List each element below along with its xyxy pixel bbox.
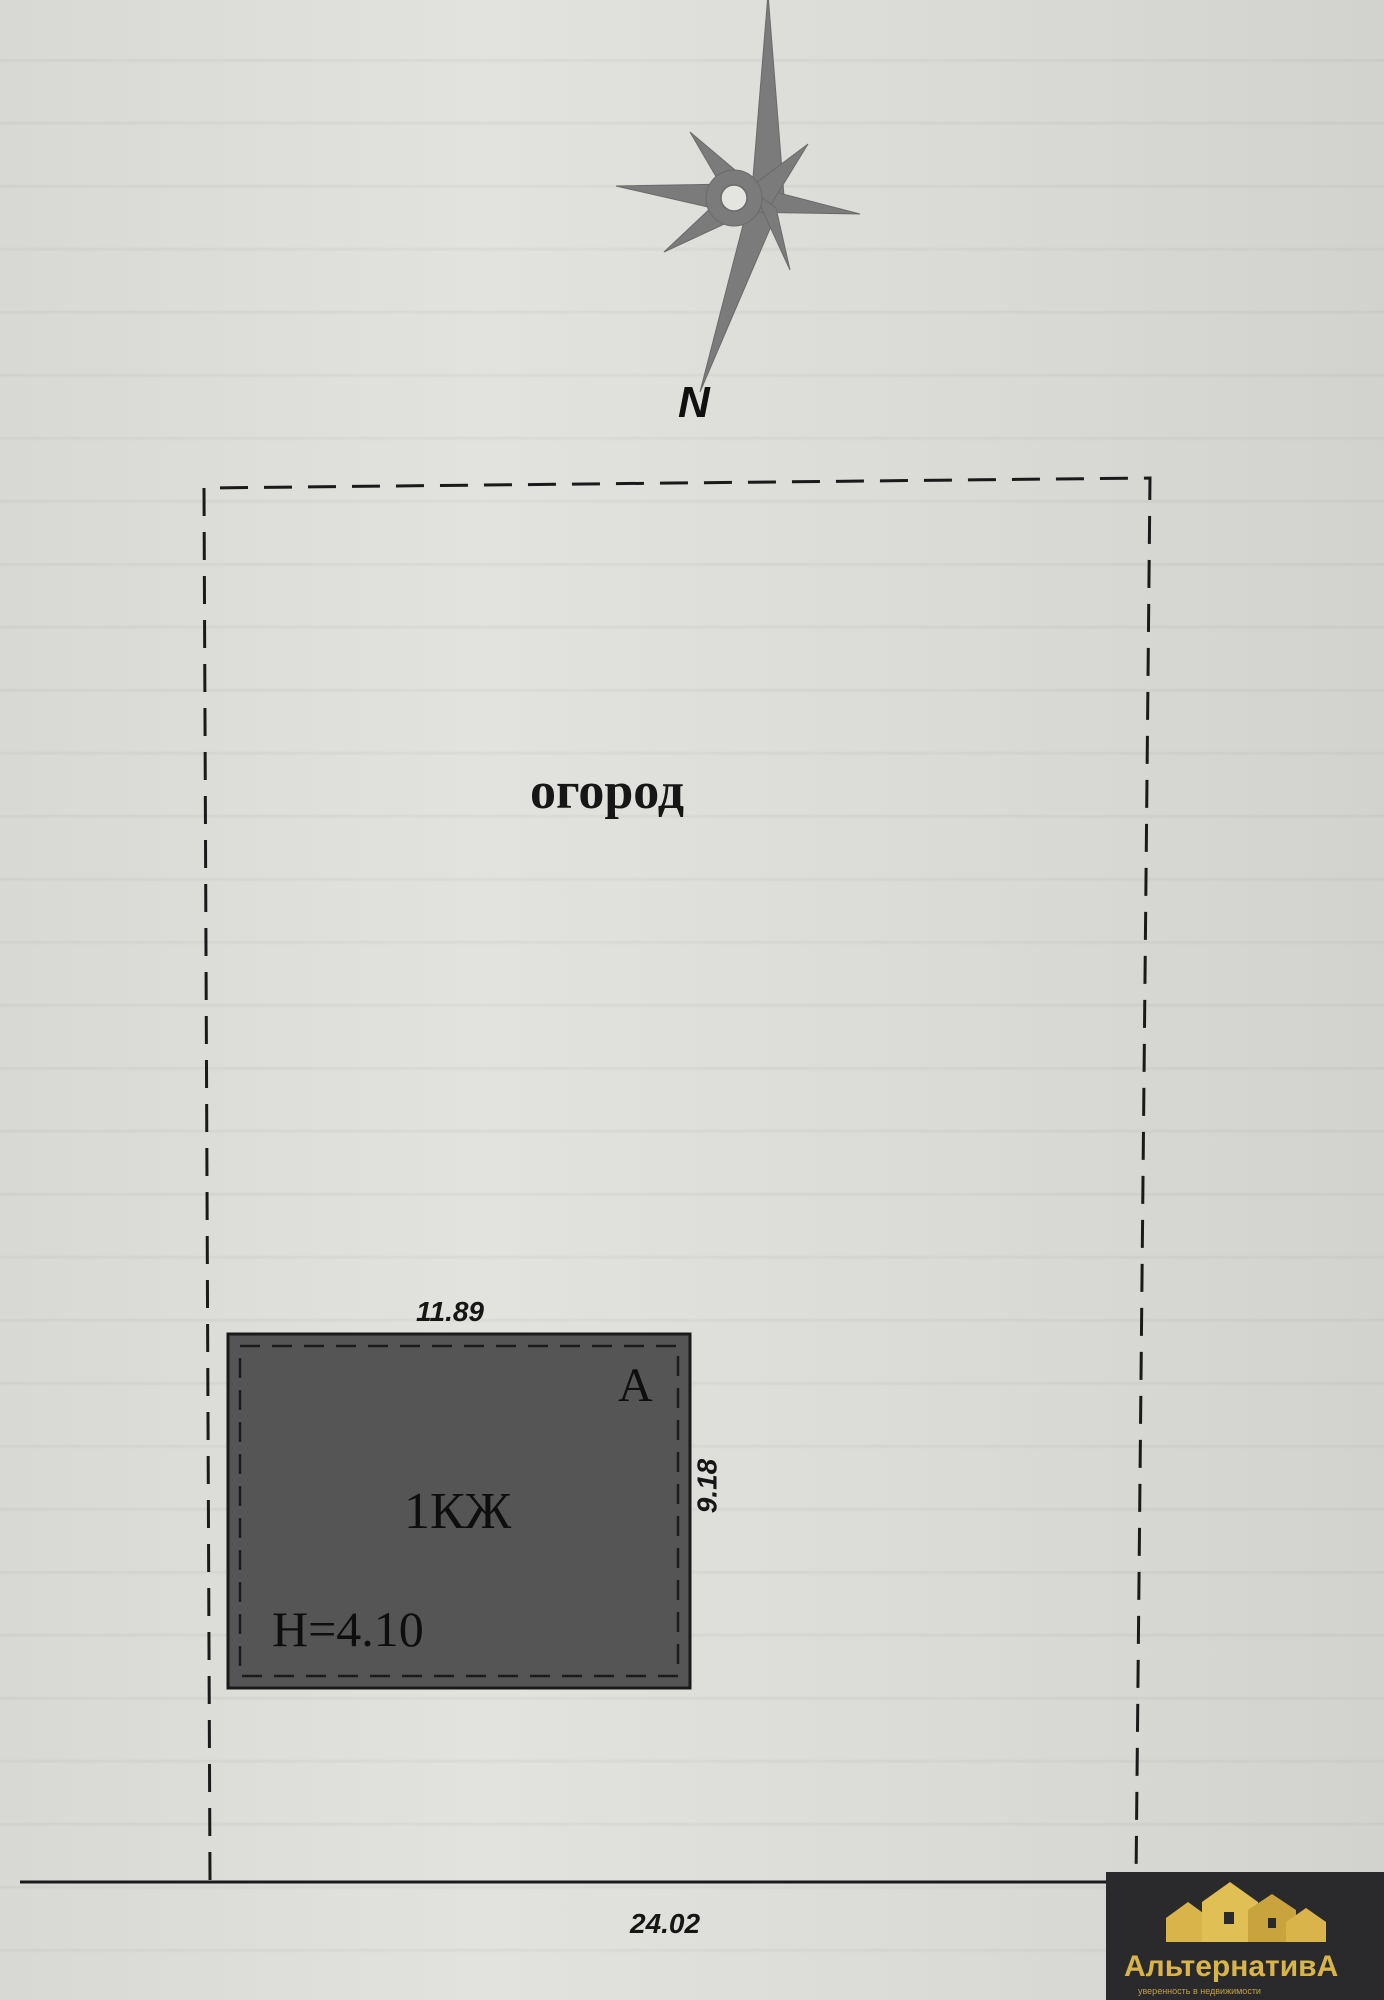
agency-logo — [1106, 1872, 1384, 2000]
north-label: N — [678, 378, 710, 427]
building-width-dimension: 9.18 — [691, 1458, 723, 1514]
compass-center-icon — [720, 184, 748, 212]
garden-label: огород — [530, 763, 685, 820]
building-letter: А — [618, 1359, 653, 1412]
building-footprint — [226, 1332, 692, 1690]
houses-icon — [1166, 1882, 1326, 1942]
logo-name: АльтернативА — [1124, 1950, 1339, 1983]
building-length-dimension: 11.89 — [416, 1296, 484, 1327]
building-type: 1КЖ — [404, 1483, 512, 1540]
compass-ray-se — [752, 190, 791, 271]
compass-rose-icon — [615, 0, 861, 393]
logo-tagline: уверенность в недвижимости — [1138, 1986, 1261, 1996]
building-height: Н=4.10 — [272, 1601, 424, 1657]
plot-boundary — [202, 476, 1152, 1881]
frontage-dimension: 24.02 — [630, 1908, 701, 1939]
